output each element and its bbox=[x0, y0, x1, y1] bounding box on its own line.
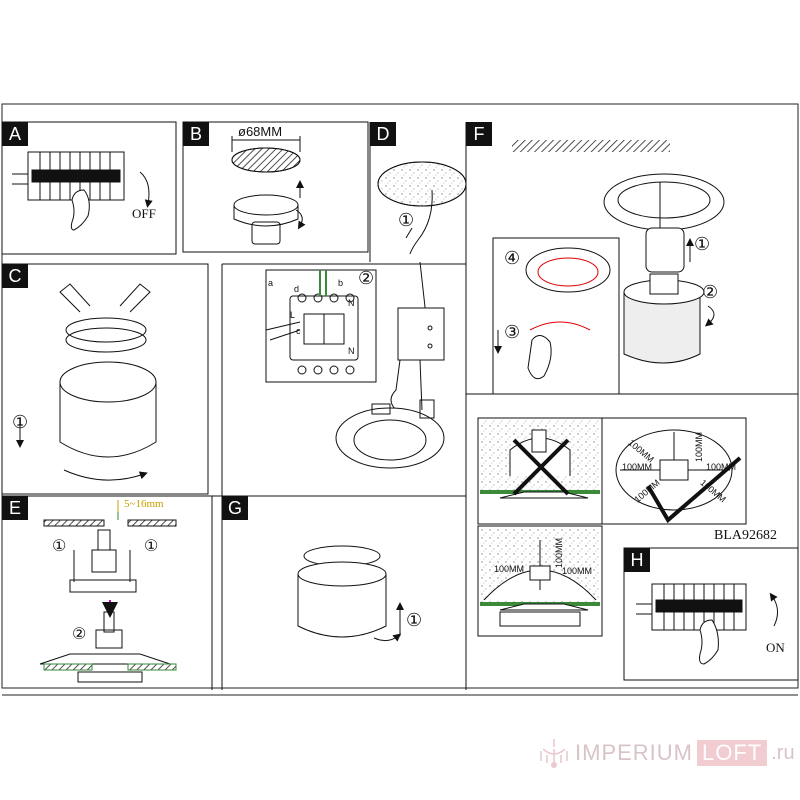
gap-label: 5~16mm bbox=[124, 498, 164, 510]
breaker-a bbox=[12, 151, 153, 231]
step-2-f: ② bbox=[702, 282, 719, 302]
panel-label-g: G bbox=[222, 496, 248, 520]
step-1-f: ① bbox=[694, 234, 711, 254]
panel-label-h: H bbox=[624, 548, 650, 572]
distance-label: 100MM bbox=[562, 566, 593, 576]
panel-b-frame bbox=[182, 121, 369, 253]
lamp-f bbox=[512, 140, 725, 364]
watermark-text: IMPERIUM bbox=[575, 740, 693, 765]
lamp-c bbox=[16, 283, 157, 481]
panel-a-frame bbox=[1, 121, 177, 255]
step-1-e-left: ① bbox=[52, 538, 67, 555]
wire-n-bottom: N bbox=[348, 346, 355, 356]
chandelier-logo-icon bbox=[540, 739, 568, 768]
distance-diagram bbox=[615, 429, 742, 524]
panel-label-b: B bbox=[183, 122, 209, 146]
wire-l: L bbox=[290, 310, 296, 320]
step-2-d: ② bbox=[358, 268, 375, 288]
wire-c: c bbox=[296, 326, 301, 336]
panel-h-frame bbox=[623, 547, 799, 681]
ceiling-d bbox=[377, 161, 467, 255]
f-right-box bbox=[477, 525, 603, 637]
panel-c-frame bbox=[1, 263, 209, 495]
watermark: IMPERIUM LOFT .ru bbox=[535, 735, 795, 771]
watermark-box: LOFT bbox=[697, 740, 768, 766]
distance-label: 100MM bbox=[494, 564, 525, 574]
step-3-f: ③ bbox=[504, 322, 521, 342]
panel-label-c: C bbox=[2, 264, 28, 288]
lamp-g bbox=[297, 545, 404, 642]
panel-label-d: D bbox=[370, 122, 396, 146]
right-placement bbox=[480, 528, 600, 627]
distance-label: 100MM bbox=[694, 431, 705, 463]
model-number: BLA92682 bbox=[714, 528, 777, 543]
f-distance-box bbox=[601, 417, 747, 525]
distance-label: 100MM bbox=[622, 462, 653, 472]
wrong-placement bbox=[480, 420, 600, 499]
panel-label-e: E bbox=[2, 496, 28, 520]
diameter-label: ø68MM bbox=[238, 124, 283, 139]
wire-d: d bbox=[294, 284, 300, 294]
distance-label: 100MM bbox=[706, 462, 737, 472]
cutout-b bbox=[231, 136, 306, 245]
wire-a: a bbox=[268, 278, 274, 288]
on-label: ON bbox=[766, 640, 785, 655]
inset-f bbox=[494, 247, 611, 380]
step-1-e-right: ① bbox=[144, 538, 159, 555]
panel-label-f: F bbox=[466, 122, 492, 146]
wiring-d bbox=[265, 261, 445, 469]
off-label: OFF bbox=[132, 206, 156, 221]
step-4-f: ④ bbox=[504, 248, 521, 268]
step-2-e: ② bbox=[72, 626, 87, 643]
step-1-c: ① bbox=[12, 412, 29, 432]
panel-label-a: A bbox=[2, 122, 28, 146]
install-e bbox=[39, 500, 177, 683]
distance-label: 100MM bbox=[554, 537, 565, 569]
wire-b: b bbox=[338, 278, 344, 288]
watermark-tld: .ru bbox=[771, 741, 795, 764]
step-1-d: ① bbox=[398, 210, 415, 230]
step-1-g: ① bbox=[406, 610, 423, 630]
breaker-h bbox=[636, 583, 778, 665]
wire-n-top: N bbox=[348, 298, 355, 308]
